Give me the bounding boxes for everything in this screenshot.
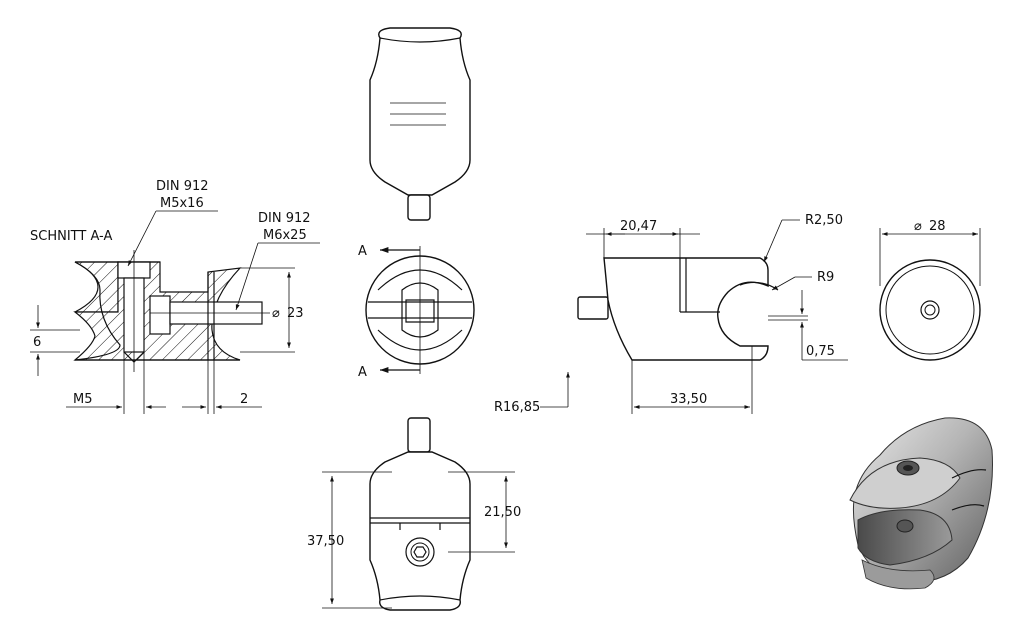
dim-dia-23: 23 [287,306,304,321]
section-body-left [74,261,119,313]
dim-height-6: 6 [33,335,41,350]
section-bore [74,261,121,361]
side-view: 20,47 R2,50 R9 0,75 R16,85 33,50 [494,213,848,415]
dim-radius-r9: R9 [817,270,834,285]
side-view-pin [577,296,609,320]
dim-height-21-50: 21,50 [484,505,521,520]
iso-top-face [849,457,961,509]
section-marker-bottom: A [358,365,367,380]
bottom-view-body [369,451,471,611]
screw-m6-head [149,295,171,335]
dim-diameter-symbol-28: ⌀ [914,219,922,234]
section-marker-top: A [358,244,367,259]
dim-width-20-47: 20,47 [620,219,657,234]
iso-cradle [857,509,953,566]
screw2-size: M6x25 [263,228,307,243]
dim-radius-r2-50: R2,50 [805,213,843,228]
dim-thread-m5: M5 [73,392,93,407]
bottom-view: 37,50 21,50 [307,417,521,611]
dim-height-37-50: 37,50 [307,534,344,549]
dim-length-33-50: 33,50 [670,392,707,407]
screw2-standard: DIN 912 [258,211,311,226]
section-title: SCHNITT A-A [30,229,112,244]
front-view: A A [358,244,475,380]
bottom-view-pin [407,417,431,453]
screw1-standard: DIN 912 [156,179,209,194]
dim-dia-28: 28 [929,219,946,234]
dim-offset-2: 2 [240,392,248,407]
dim-diameter-symbol: ⌀ [272,306,280,321]
isometric-3d-view [849,417,993,590]
end-view-mid [885,265,975,355]
dim-radius-r16-85: R16,85 [494,400,540,415]
front-view-slot [401,282,439,338]
dim-offset-0-75: 0,75 [806,344,835,359]
end-view: ⌀ 28 [879,219,981,361]
top-view [369,27,471,221]
end-view-hole [920,300,940,320]
section-view-a-a: SCHNITT A-A DIN 912 M5x16 DIN 912 M6x25 [30,179,320,414]
top-view-body [369,27,471,196]
iso-hole [896,519,914,533]
socket-screw-inner [410,542,430,562]
top-view-pin [407,194,431,221]
screw1-size: M5x16 [160,196,204,211]
